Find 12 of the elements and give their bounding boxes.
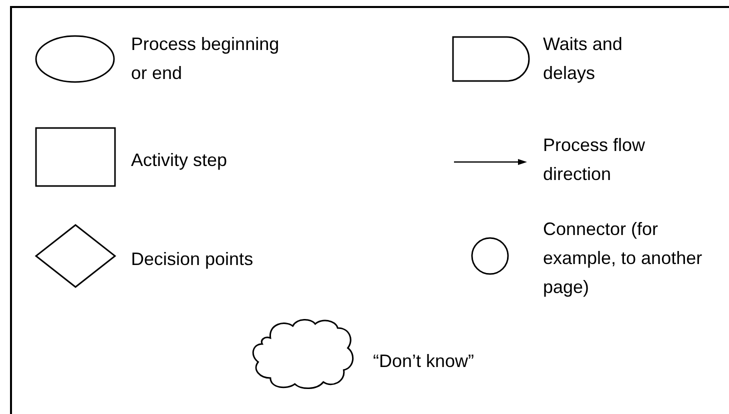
- symbol-description: Activity step: [131, 149, 228, 172]
- symbol-description: Waits and delays: [543, 33, 624, 85]
- connector-symbol: [471, 237, 509, 275]
- delay-symbol: [452, 36, 530, 82]
- decision-symbol: [35, 224, 116, 288]
- terminator-symbol: [34, 34, 116, 84]
- symbol-description: Decision points: [131, 248, 254, 271]
- symbol-description: Process beginning or end: [131, 33, 280, 85]
- symbol-description: Connector (for example, to another page): [543, 218, 704, 299]
- symbol-description: “Don’t know”: [373, 350, 476, 373]
- symbol-description: Process flow direction: [543, 134, 646, 186]
- process-symbol: [35, 127, 116, 187]
